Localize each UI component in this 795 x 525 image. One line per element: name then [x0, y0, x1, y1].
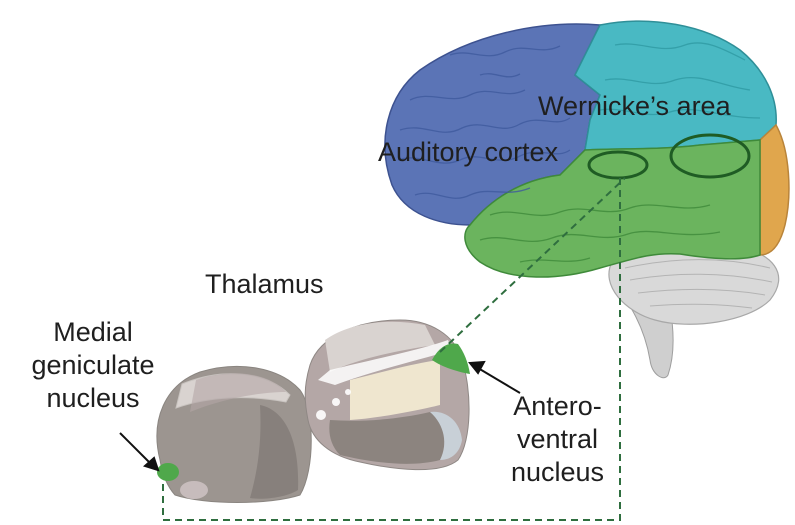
medial-geniculate-line-1: Medial — [16, 316, 170, 349]
anteroventral-line-1: Antero- — [480, 390, 635, 423]
medial-geniculate-label: Medial geniculate nucleus — [16, 316, 170, 415]
anteroventral-label: Antero- ventral nucleus — [480, 390, 635, 489]
occipital-lobe — [760, 125, 789, 255]
thalamus-label: Thalamus — [205, 268, 324, 301]
medial-geniculate-line-3: nucleus — [16, 382, 170, 415]
anteroventral-line-3: nucleus — [480, 456, 635, 489]
brain — [385, 21, 789, 378]
auditory-cortex-label: Auditory cortex — [378, 136, 558, 169]
medial-geniculate-line-2: geniculate — [16, 349, 170, 382]
medial-geniculate-spot — [157, 463, 179, 481]
parietal-lobe — [575, 21, 776, 150]
thalamus — [157, 320, 470, 503]
anteroventral-line-2: ventral — [480, 423, 635, 456]
wernickes-area-label: Wernicke’s area — [538, 90, 731, 123]
